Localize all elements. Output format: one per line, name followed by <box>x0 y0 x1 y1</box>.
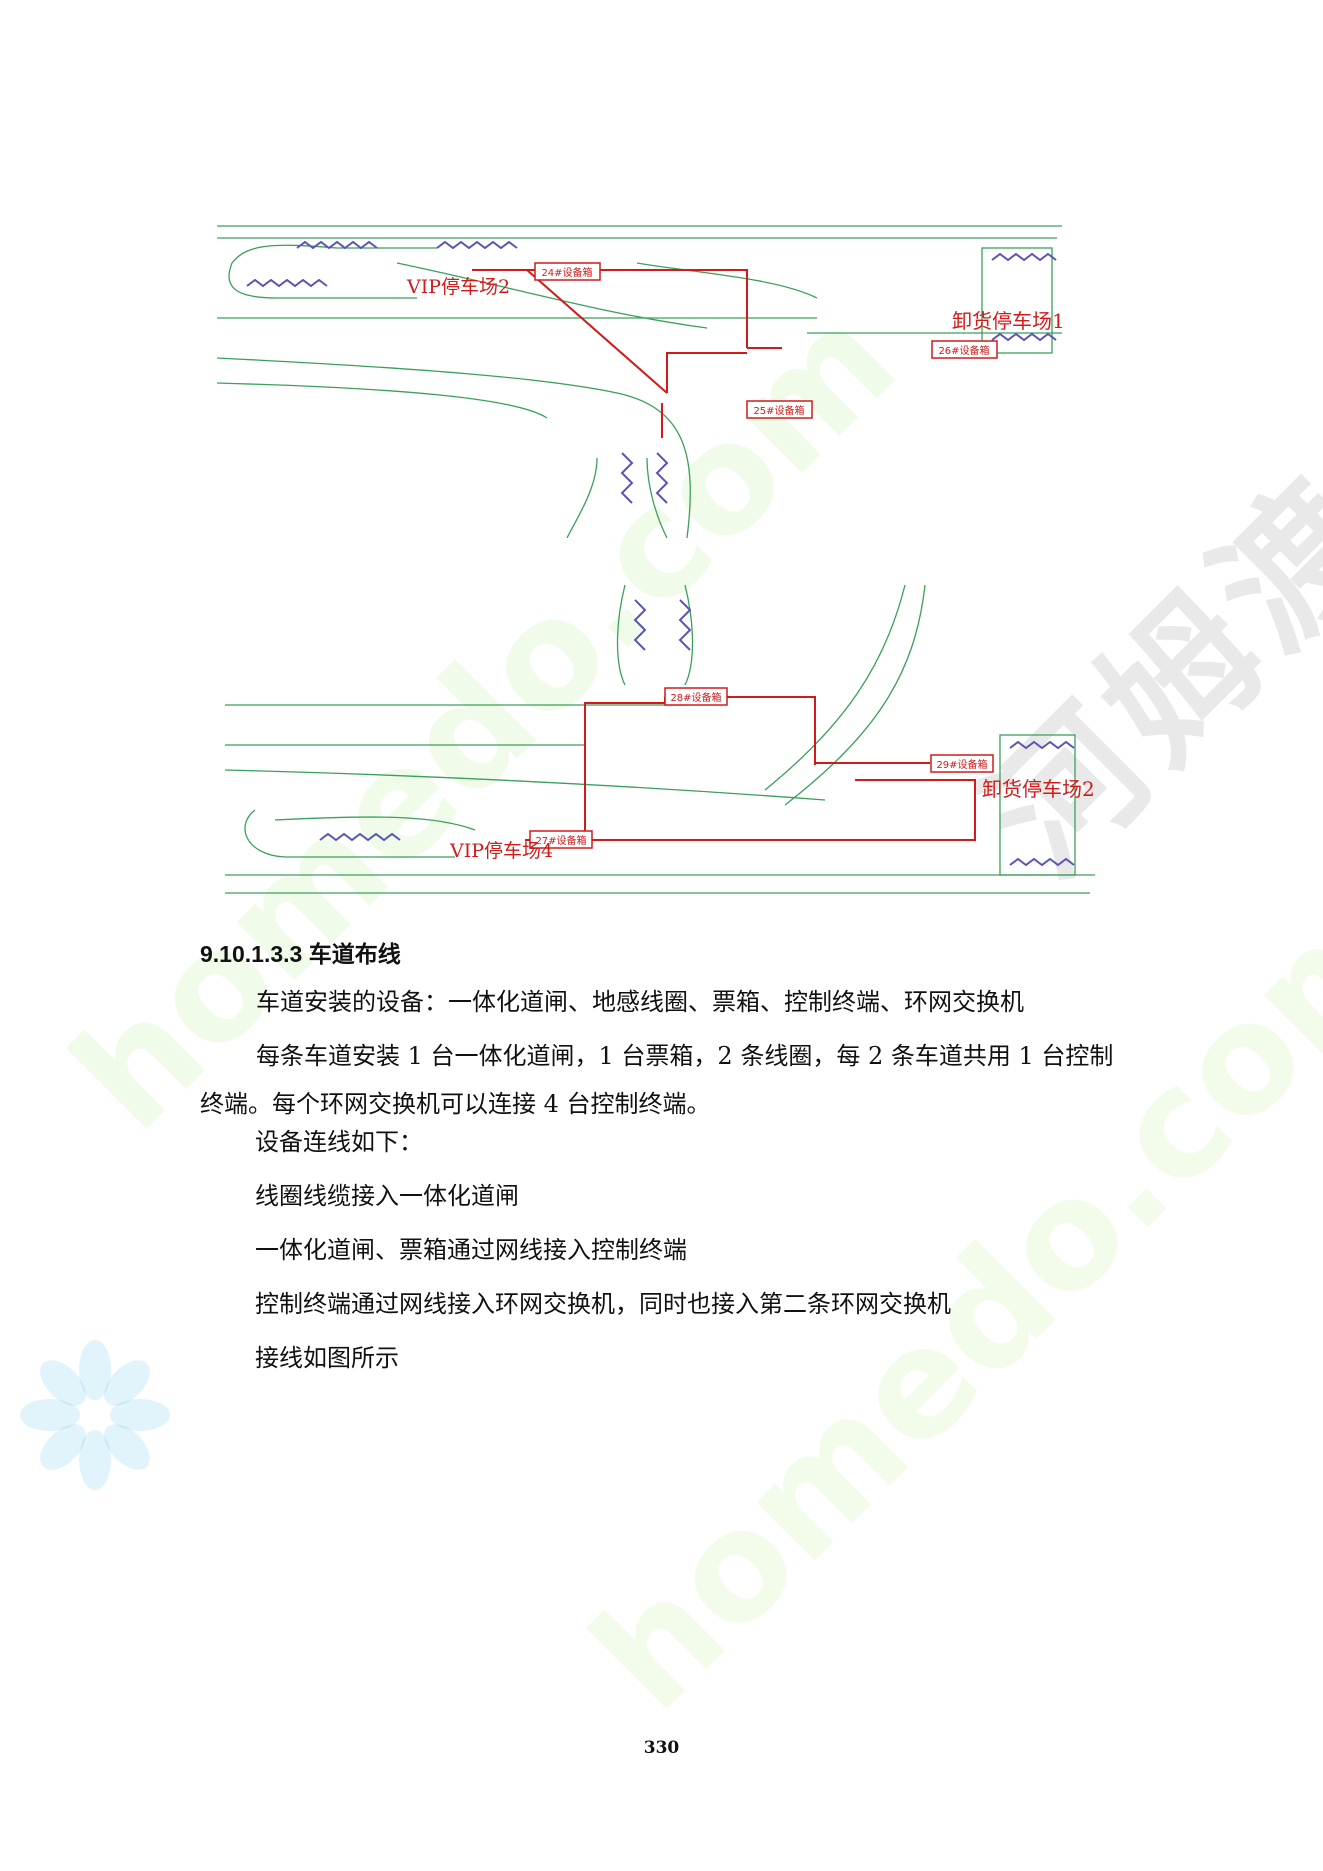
parking-wiring-diagram-2: 27#设备箱 28#设备箱 29#设备箱 VIP停车场4 卸货停车场2 <box>225 585 1095 894</box>
page-number: 330 <box>643 1738 680 1758</box>
equipment-box-25-label: 25#设备箱 <box>753 404 804 417</box>
text-line-1: 设备连线如下： <box>255 1128 423 1156</box>
text-line-5: 接线如图所示 <box>255 1344 399 1372</box>
equipment-box-29 <box>930 754 994 773</box>
equipment-box-27 <box>529 830 593 849</box>
text-line-2: 线圈线缆接入一体化道闸 <box>255 1182 519 1210</box>
unload-parking-1-label: 卸货停车场1 <box>952 309 1062 333</box>
equipment-box-24 <box>534 262 601 281</box>
section-heading: 9.10.1.3.3 车道布线 <box>200 941 401 967</box>
equipment-box-26-label: 26#设备箱 <box>938 344 989 357</box>
equipment-box-26 <box>931 340 998 359</box>
vip-parking-2-label: VIP停车场2 <box>406 276 510 298</box>
text-line-4: 控制终端通过网线接入环网交换机，同时也接入第二条环网交换机 <box>255 1290 951 1318</box>
paragraph-devices: 车道安装的设备：一体化道闸、地感线圈、票箱、控制终端、环网交换机 <box>256 988 1024 1016</box>
equipment-box-28-label: 28#设备箱 <box>670 691 721 704</box>
equipment-box-28 <box>664 687 728 706</box>
vip-parking-4-label: VIP停车场4 <box>449 840 553 862</box>
unload-parking-2-label: 卸货停车场2 <box>982 777 1095 801</box>
watermark-flower-logo <box>20 1340 170 1490</box>
equipment-box-25 <box>746 400 813 419</box>
equipment-box-27-label: 27#设备箱 <box>535 834 586 847</box>
parking-wiring-diagram-1: 24#设备箱 25#设备箱 26#设备箱 VIP停车场2 卸货停车场1 <box>217 225 1062 538</box>
equipment-box-29-label: 29#设备箱 <box>936 758 987 771</box>
equipment-box-24-label: 24#设备箱 <box>541 266 592 279</box>
paragraph-lane-config: 每条车道安装 1 台一体化道闸，1 台票箱，2 条线圈，每 2 条车道共用 1 … <box>200 1042 1114 1118</box>
text-line-3: 一体化道闸、票箱通过网线接入控制终端 <box>255 1236 687 1264</box>
